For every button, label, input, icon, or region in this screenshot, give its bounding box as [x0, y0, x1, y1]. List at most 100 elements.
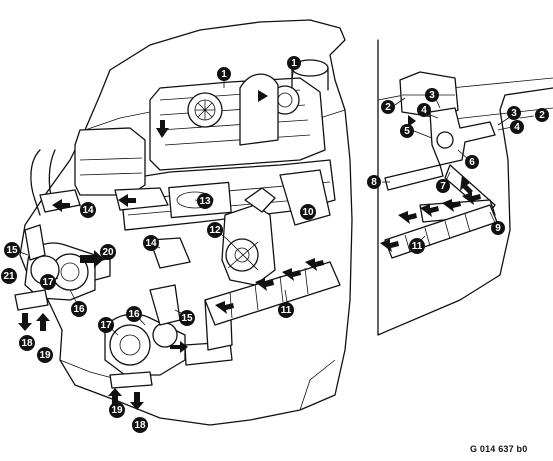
- callout-number: 17: [100, 320, 112, 331]
- callout-number: 4: [421, 105, 427, 116]
- callout-3: 3: [507, 106, 521, 120]
- callout-marker: [507, 106, 521, 120]
- callout-17: 17: [98, 317, 114, 333]
- callout-14: 14: [80, 202, 96, 218]
- callout-marker: [217, 67, 231, 81]
- callout-number: 5: [404, 126, 410, 137]
- callout-number: 13: [199, 196, 211, 207]
- callout-number: 6: [469, 157, 475, 168]
- callout-10: 10: [300, 204, 316, 220]
- callout-marker: [381, 100, 395, 114]
- callout-7: 7: [436, 179, 450, 193]
- callout-marker: [4, 242, 20, 258]
- callout-number: 12: [209, 225, 221, 236]
- callout-marker: [535, 108, 549, 122]
- callout-marker: [179, 310, 195, 326]
- callout-number: 11: [281, 305, 292, 316]
- callout-11: 11: [278, 302, 294, 318]
- callout-2: 2: [381, 100, 395, 114]
- callout-number: 3: [511, 108, 517, 119]
- callout-11: 11: [409, 238, 425, 254]
- callout-2: 2: [535, 108, 549, 122]
- callout-13: 13: [197, 193, 213, 209]
- callout-6: 6: [465, 155, 479, 169]
- callout-9: 9: [491, 221, 505, 235]
- callout-number: 2: [385, 102, 391, 113]
- callout-number: 9: [495, 223, 501, 234]
- airflow-arrows-left: [18, 90, 324, 410]
- callout-marker: [109, 402, 125, 418]
- callout-marker: [425, 88, 439, 102]
- callout-marker: [510, 120, 524, 134]
- oil-module: [221, 187, 276, 286]
- callout-12: 12: [207, 222, 223, 238]
- callout-1: 1: [287, 56, 301, 70]
- callout-17: 17: [40, 274, 56, 290]
- callout-number: 10: [302, 207, 314, 218]
- callout-number: 17: [42, 277, 54, 288]
- callout-21: 21: [1, 268, 17, 284]
- callout-number: 18: [21, 338, 33, 349]
- callout-marker: [436, 179, 450, 193]
- callout-20: 20: [100, 244, 116, 260]
- callout-marker: [417, 103, 431, 117]
- callout-number: 18: [134, 420, 146, 431]
- callout-marker: [491, 221, 505, 235]
- callout-number: 1: [221, 69, 227, 80]
- callout-marker: [80, 202, 96, 218]
- callout-number: 4: [514, 122, 520, 133]
- callout-number: 8: [371, 177, 377, 188]
- engine-block-outline: [19, 19, 353, 426]
- callout-16: 16: [126, 306, 142, 322]
- callout-marker: [400, 124, 414, 138]
- callout-4: 4: [417, 103, 431, 117]
- callout-marker: [100, 244, 116, 260]
- callout-number: 1: [291, 58, 297, 69]
- callout-marker: [409, 238, 425, 254]
- callout-number: 16: [73, 304, 85, 315]
- callout-number: 15: [181, 313, 193, 324]
- callout-16: 16: [71, 301, 87, 317]
- callout-marker: [300, 204, 316, 220]
- callout-number: 19: [39, 350, 51, 361]
- callout-marker: [367, 175, 381, 189]
- callout-number: 20: [102, 247, 114, 258]
- turbocharger-left: [14, 224, 111, 311]
- callout-number: 16: [128, 309, 140, 320]
- callout-number: 14: [82, 205, 94, 216]
- callout-marker: [278, 302, 294, 318]
- callout-1: 1: [217, 67, 231, 81]
- callout-marker: [19, 335, 35, 351]
- callout-marker: [287, 56, 301, 70]
- figure-reference-code: G 014 637 b0: [470, 444, 528, 454]
- callout-number: 7: [440, 181, 446, 192]
- callout-marker: [98, 317, 114, 333]
- callout-15: 15: [179, 310, 195, 326]
- callout-15: 15: [4, 242, 20, 258]
- callout-19: 19: [109, 402, 125, 418]
- callout-number: 3: [429, 90, 435, 101]
- callout-number: 19: [111, 405, 123, 416]
- callout-marker: [132, 417, 148, 433]
- callout-marker: [126, 306, 142, 322]
- callout-marker: [37, 347, 53, 363]
- callout-marker: [207, 222, 223, 238]
- callout-number: 11: [412, 241, 423, 252]
- callout-marker: [71, 301, 87, 317]
- callout-marker: [40, 274, 56, 290]
- callout-18: 18: [19, 335, 35, 351]
- callout-marker: [197, 193, 213, 209]
- callout-3: 3: [425, 88, 439, 102]
- callout-number: 21: [3, 271, 15, 282]
- charge-air-pipe: [149, 237, 341, 366]
- callout-5: 5: [400, 124, 414, 138]
- callout-number: 2: [539, 110, 545, 121]
- callout-14: 14: [143, 235, 159, 251]
- callout-marker: [465, 155, 479, 169]
- callout-number: 14: [145, 238, 157, 249]
- detail-inset: [377, 39, 553, 336]
- air-filter-housing: [30, 127, 169, 216]
- callout-19: 19: [37, 347, 53, 363]
